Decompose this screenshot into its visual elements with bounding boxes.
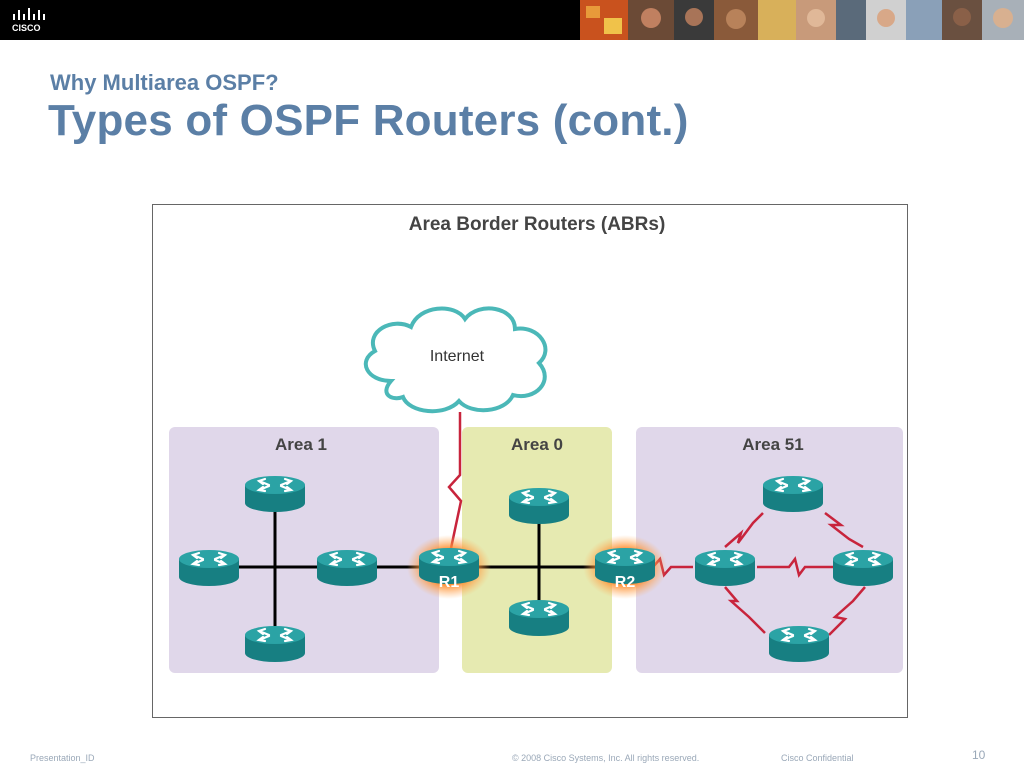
area-1-router-left [177, 548, 241, 588]
area-1-router-right [315, 548, 379, 588]
area-51-router-right [831, 548, 895, 588]
area-51-label: Area 51 [742, 435, 803, 454]
page-number: 10 [972, 748, 986, 762]
internet-serial-link [447, 412, 463, 554]
area-1-router-top [243, 474, 307, 514]
area-1-router-bottom [243, 624, 307, 664]
area-0-router-top [507, 486, 571, 526]
slide-title: Types of OSPF Routers (cont.) [48, 96, 689, 145]
area-1-zone [169, 427, 439, 673]
area-1-label: Area 1 [275, 435, 327, 454]
area-51-zone [636, 427, 903, 673]
cloud-label: Internet [430, 348, 485, 365]
top-bar: CISCO [0, 0, 1024, 40]
footer-presentation-id: Presentation_ID [30, 753, 95, 763]
area-0-zone [462, 427, 612, 673]
diagram-canvas: Area Border Routers (ABRs) Area 1 Area 0… [169, 214, 903, 673]
abr-diagram: Area Border Routers (ABRs) Area 1 Area 0… [152, 204, 908, 718]
footer-copyright: © 2008 Cisco Systems, Inc. All rights re… [512, 753, 700, 763]
router-r2-label: R2 [615, 574, 636, 591]
slide-subtitle: Why Multiarea OSPF? [50, 70, 279, 95]
diagram-title: Area Border Routers (ABRs) [409, 214, 666, 235]
cisco-logo: CISCO [12, 8, 45, 33]
area-0-router-bottom [507, 598, 571, 638]
area-51-router-left [693, 548, 757, 588]
internet-cloud: Internet [363, 306, 548, 414]
photo-strip [580, 0, 1024, 40]
area-51-router-top [761, 474, 825, 514]
logo-text: CISCO [12, 23, 41, 33]
router-r1-label: R1 [439, 574, 460, 591]
area-0-label: Area 0 [511, 435, 563, 454]
area-51-router-bottom [767, 624, 831, 664]
footer-confidential: Cisco Confidential [781, 753, 854, 763]
